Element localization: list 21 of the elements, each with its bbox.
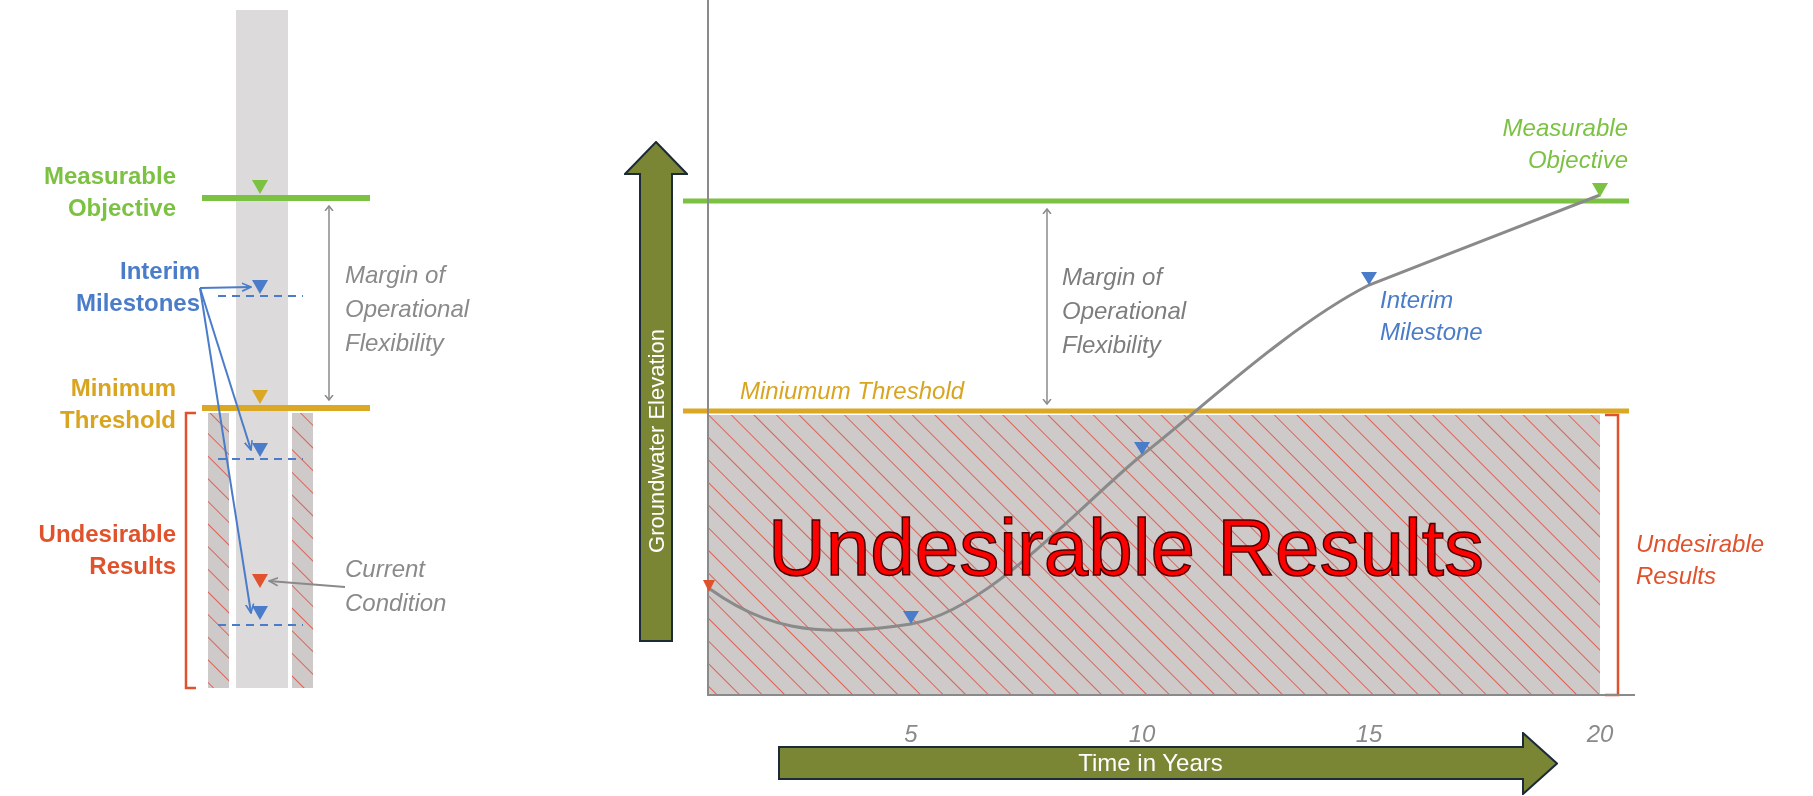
arrow <box>199 287 255 614</box>
block-arrow: Groundwater Elevation <box>624 141 688 642</box>
triangle-marker <box>252 574 268 588</box>
label-text: Measurable Objective <box>42 161 176 223</box>
label-text: Minimum Threshold <box>59 373 176 435</box>
annotation-text: Margin of Operational Flexibility <box>345 260 471 358</box>
tick-label: 20 <box>1585 719 1615 746</box>
triangle-marker <box>252 443 268 457</box>
label-text: Interim Milestone <box>1380 285 1484 347</box>
triangle-marker <box>252 606 268 620</box>
arrow <box>199 282 252 292</box>
callout-label: Current Condition <box>345 552 505 622</box>
label-text: Miniumum Threshold <box>740 376 966 406</box>
callout-label: Interim Milestones <box>30 255 200 321</box>
label-text: Undesirable Results <box>37 519 176 581</box>
label-text: Undesirable Results <box>1636 529 1766 591</box>
triangle-marker <box>252 280 268 294</box>
arrow <box>199 287 253 451</box>
label-text: Measurable Objective <box>1501 113 1628 175</box>
arrow <box>268 576 346 588</box>
annotation-text: Margin of Operational Flexibility <box>1062 262 1188 360</box>
